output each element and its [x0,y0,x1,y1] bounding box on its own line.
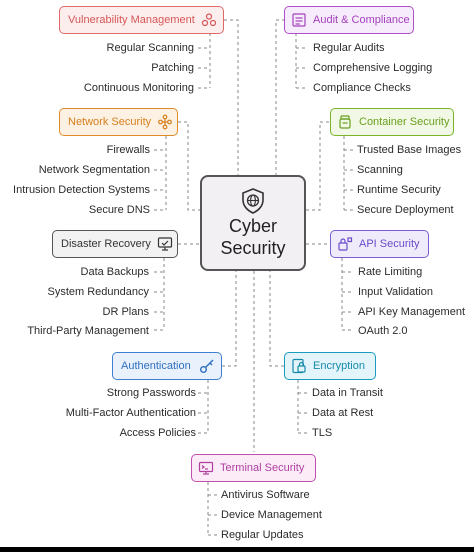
gdpr-document-icon [291,12,307,28]
category-label: Vulnerability Management [68,14,195,26]
category-vulnerability-management: Vulnerability Management [59,6,224,34]
center-node: Cyber Security [200,175,306,271]
center-title: Cyber Security [220,216,286,258]
lock-document-icon [291,358,307,374]
list-item: Regular Scanning [106,42,194,54]
list-item: DR Plans [102,306,149,318]
list-item: Regular Audits [313,42,385,54]
list-item: Firewalls [106,144,150,156]
category-terminal-security: Terminal Security [191,454,316,482]
list-item: Secure Deployment [357,204,454,216]
list-item: Continuous Monitoring [83,82,194,94]
category-label: Container Security [359,116,450,128]
list-item: Strong Passwords [106,387,196,399]
category-label: API Security [359,238,420,250]
list-item: Compliance Checks [313,82,411,94]
category-container-security: Container Security [330,108,454,136]
category-disaster-recovery: Disaster Recovery [52,230,178,258]
category-label: Terminal Security [220,462,305,474]
category-label: Network Security [68,116,152,128]
category-network-security: Network Security [59,108,178,136]
bottom-bar [0,547,474,552]
key-icon [199,358,215,374]
api-lock-icon [337,236,353,252]
list-item: Input Validation [358,286,434,298]
list-item: Secure DNS [88,204,150,216]
list-item: Rate Limiting [358,266,423,278]
list-item: Trusted Base Images [357,144,462,156]
category-label: Encryption [313,360,365,372]
container-jar-icon [337,114,353,130]
list-item: Antivirus Software [221,489,310,501]
list-item: Regular Updates [221,529,304,541]
monitor-recovery-icon [157,236,173,252]
category-encryption: Encryption [284,352,376,380]
list-item: Runtime Security [357,184,441,196]
list-item: Intrusion Detection Systems [13,184,150,196]
list-item: Scanning [357,164,403,176]
category-api-security: API Security [330,230,429,258]
list-item: Data in Transit [312,387,383,399]
category-label: Disaster Recovery [61,238,151,250]
list-item: Third-Party Management [27,325,149,337]
list-item: TLS [312,427,333,439]
category-label: Authentication [121,360,191,372]
terminal-monitor-icon [198,460,214,476]
list-item: System Redundancy [47,286,150,298]
category-authentication: Authentication [112,352,222,380]
list-item: Access Policies [119,427,196,439]
network-nodes-icon [157,114,173,130]
list-item: Comprehensive Logging [313,62,433,74]
gear-cluster-icon [201,12,217,28]
list-item: Patching [151,62,194,74]
list-item: OAuth 2.0 [358,325,408,337]
category-label: Audit & Compliance [313,14,410,26]
globe-shield-icon [242,188,264,214]
list-item: Network Segmentation [38,164,150,176]
list-item: Device Management [221,509,322,521]
list-item: Data at Rest [312,407,374,419]
list-item: Data Backups [80,266,149,278]
category-audit-compliance: Audit & Compliance [284,6,414,34]
list-item: API Key Management [358,306,466,318]
list-item: Multi-Factor Authentication [65,407,196,419]
